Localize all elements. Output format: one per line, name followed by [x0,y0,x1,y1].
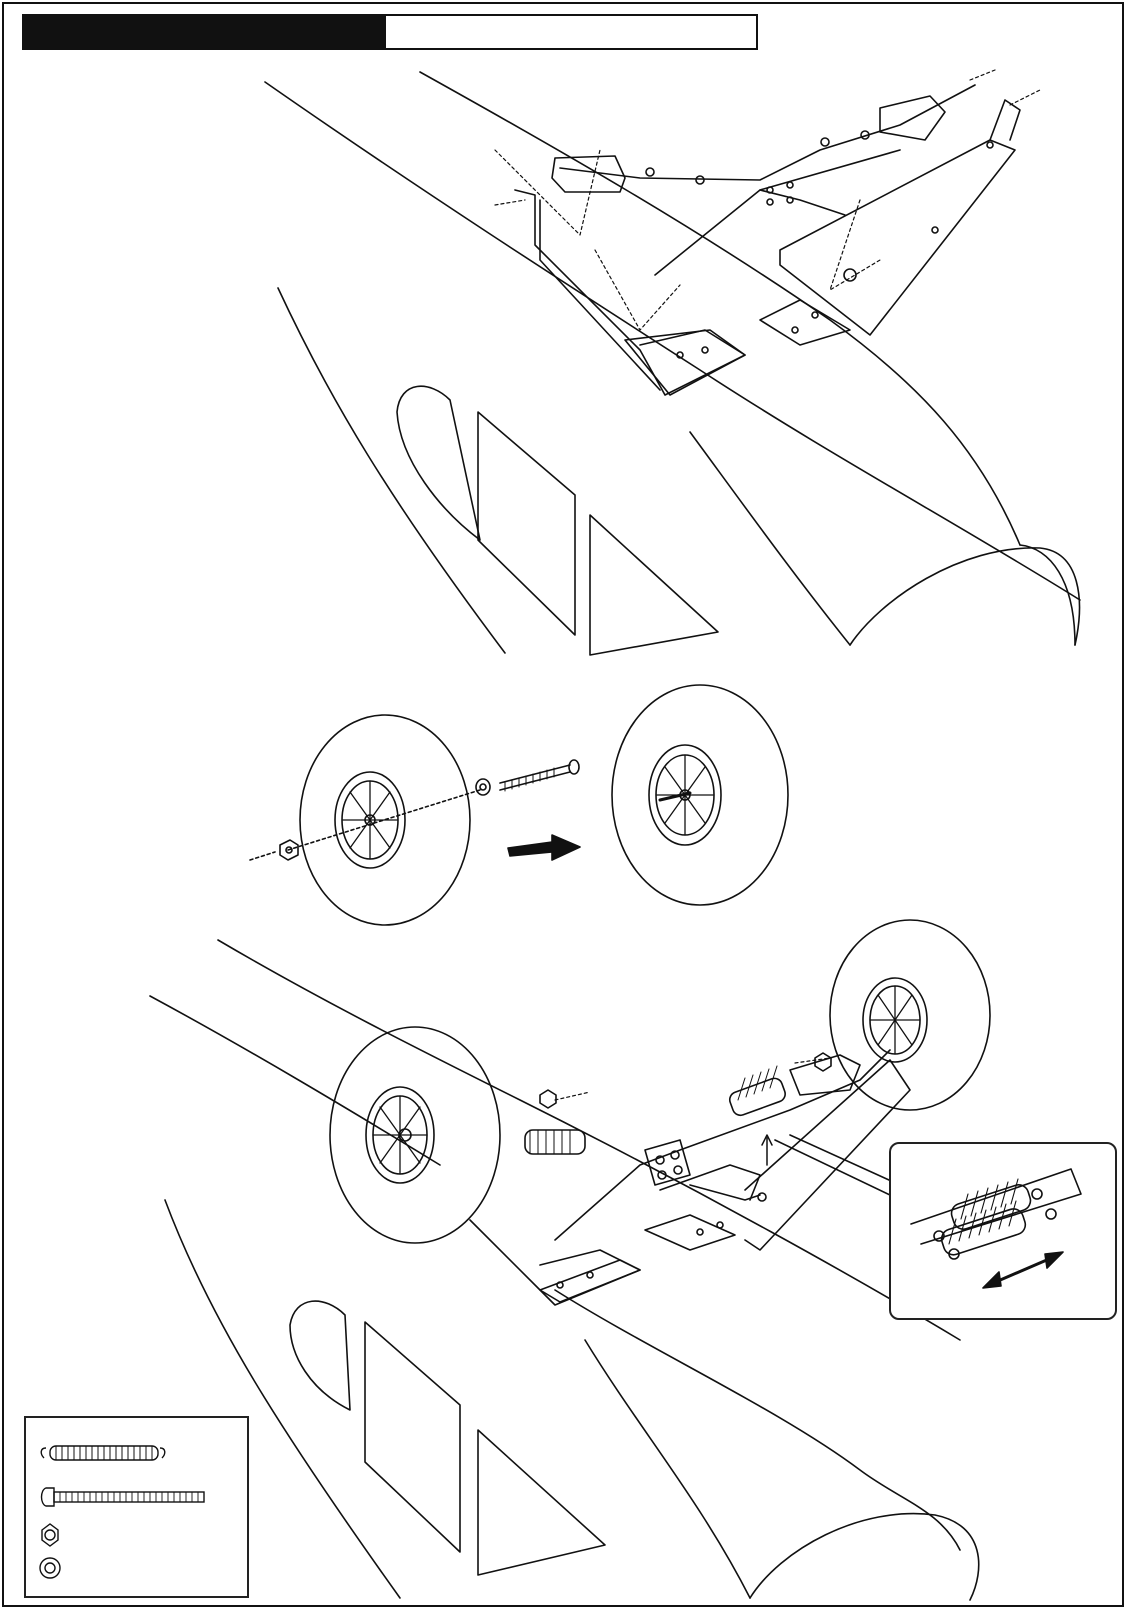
bottom-fuselage-illustration [150,920,990,1600]
spring-detail-inset [889,1142,1117,1320]
wheel-assembly-illustration [250,685,788,925]
parts-list-box [24,1416,249,1598]
parts-drawing [26,1418,247,1596]
spring-icon [41,1446,165,1460]
spring-detail-drawing [891,1144,1115,1318]
washer-icon [40,1558,60,1578]
bolt-icon [42,1488,205,1506]
top-fuselage-illustration [265,70,1080,655]
hex-nut-icon [42,1524,58,1546]
